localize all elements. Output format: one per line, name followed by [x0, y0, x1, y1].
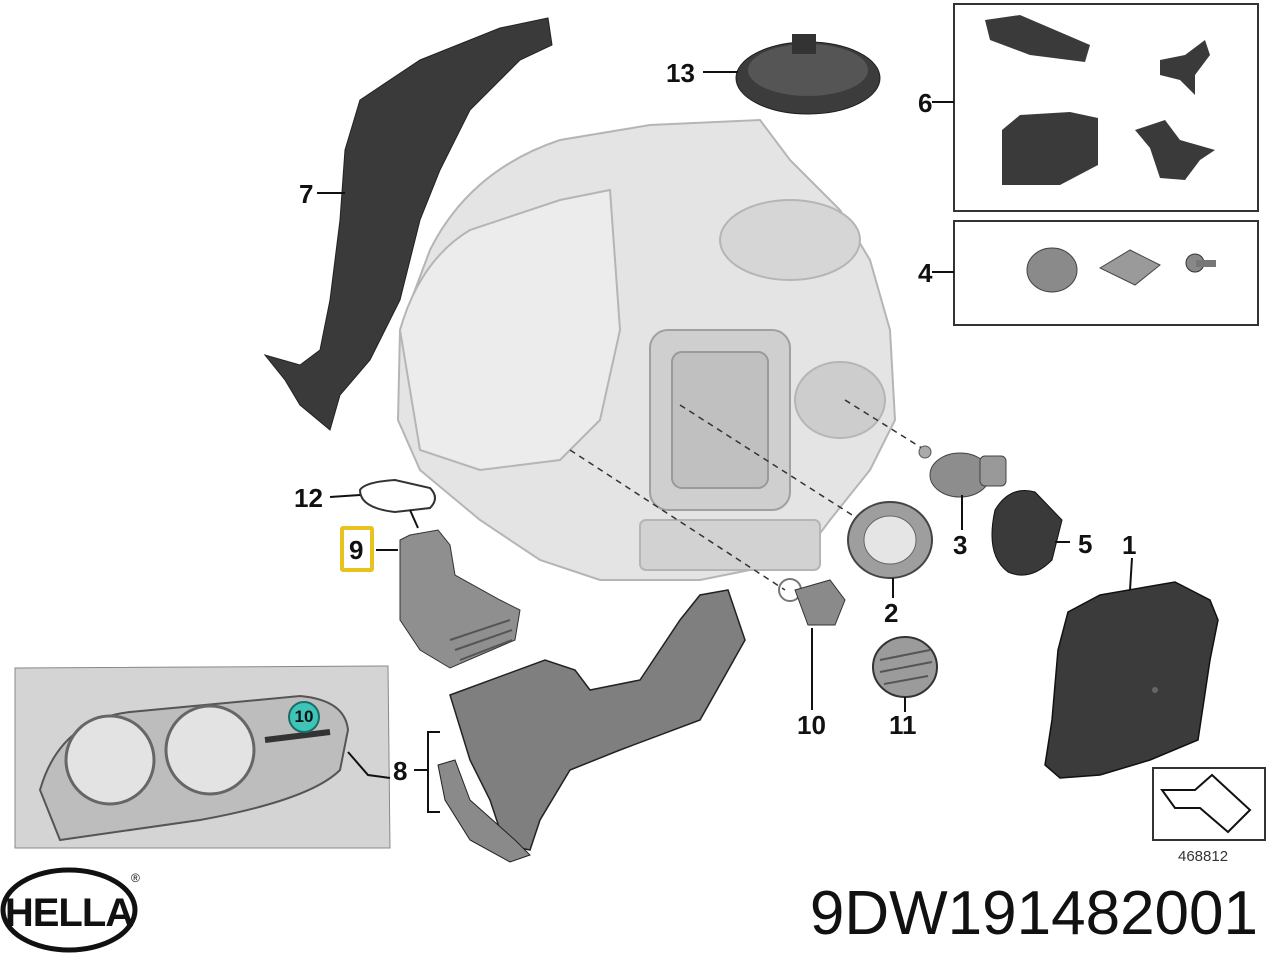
part-3-bulb — [918, 445, 1007, 498]
orientation-arrow-box — [1152, 767, 1266, 841]
callout-2: 2 — [884, 598, 899, 628]
callout-3: 3 — [953, 530, 968, 560]
callout-7: 7 — [299, 179, 314, 209]
callout-leader-lines — [317, 71, 1133, 813]
part-7-bracket — [263, 17, 553, 431]
part-8-strap — [437, 759, 531, 863]
part-13-cap — [735, 34, 881, 115]
callout-12: 12 — [294, 483, 323, 513]
part-1-control-unit — [1044, 581, 1219, 779]
highlight-box-9 — [340, 526, 374, 572]
callout-1: 1 — [1122, 530, 1137, 560]
part-2-ring — [847, 501, 933, 579]
kit-box-6 — [953, 3, 1259, 212]
dashed-leader-lines — [569, 399, 926, 591]
headlamp-housing — [396, 118, 897, 581]
part-1-detail — [1152, 687, 1158, 693]
callout-8: 8 — [393, 756, 408, 786]
part-4-hardware — [1026, 247, 1216, 293]
callout-5: 5 — [1078, 529, 1093, 559]
kit-box-4 — [953, 220, 1259, 326]
part-11-cap — [872, 636, 938, 698]
svg-text:®: ® — [131, 871, 140, 885]
callout-4: 4 — [918, 258, 933, 288]
vehicle-inset — [14, 665, 391, 849]
part-9-ballast — [399, 529, 521, 669]
callout-11: 11 — [889, 710, 917, 740]
callout-10: 10 — [797, 710, 826, 740]
hella-logo: HELLA ® — [0, 867, 140, 953]
svg-text:HELLA: HELLA — [5, 891, 133, 935]
callout-6: 6 — [918, 88, 933, 118]
inset-badge-10: 10 — [288, 701, 320, 733]
part-10-socket — [778, 578, 846, 626]
part-number: 9DW191482001 — [809, 879, 1258, 948]
callout-9: 9 — [349, 535, 364, 565]
diagram-number: 468812 — [1178, 848, 1229, 865]
part-5-cover — [991, 490, 1063, 576]
callout-13: 13 — [666, 58, 695, 88]
part-6-brackets — [985, 15, 1215, 185]
part-12-gasket — [358, 478, 436, 514]
